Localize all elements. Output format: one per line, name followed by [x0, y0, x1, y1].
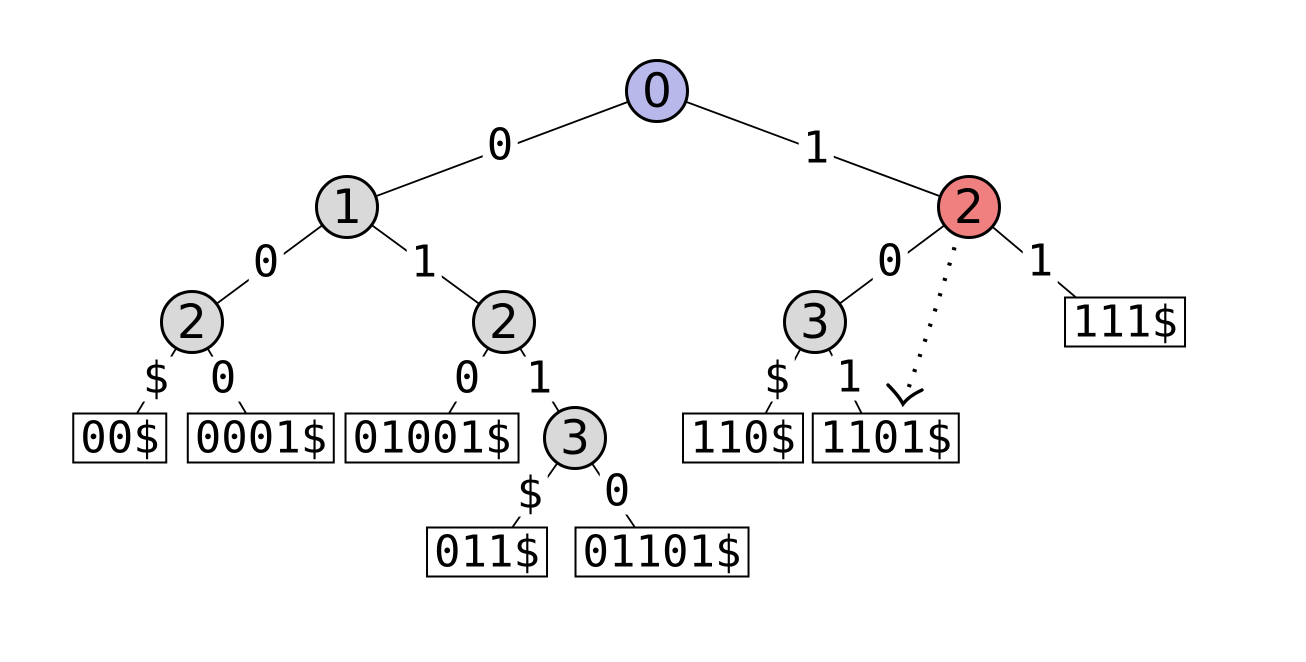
edge-label: 1	[406, 240, 442, 286]
leaf-box-110: 110$	[682, 412, 804, 464]
edge-label: 1	[521, 356, 557, 402]
edge-label: 0	[449, 356, 485, 402]
edge-label: 0	[205, 356, 241, 402]
tree-node-root: 0	[625, 59, 689, 123]
leaf-box-01001: 01001$	[344, 412, 520, 464]
edge-label: $	[138, 356, 174, 402]
suffix-link-dotted-line	[905, 231, 962, 393]
tree-node-2-left: 2	[160, 290, 224, 354]
edge-label: $	[512, 471, 548, 517]
leaf-box-1101: 1101$	[811, 412, 961, 464]
edge-label: 0	[482, 123, 518, 169]
leaf-box-111: 111$	[1064, 296, 1186, 348]
edge-label: 0	[872, 239, 908, 285]
leaf-box-00: 00$	[72, 412, 168, 464]
tree-node-3-right: 3	[783, 290, 847, 354]
edge-label: $	[759, 356, 795, 402]
tree-node-2-right-highlighted: 2	[937, 175, 1001, 239]
suffix-link-arrowhead-icon	[886, 383, 924, 408]
tree-node-3-mid: 3	[543, 406, 607, 470]
leaf-box-0001: 0001$	[186, 412, 336, 464]
edge-label: 1	[1022, 239, 1058, 285]
edge-label: 0	[248, 240, 284, 286]
tree-node-2-mid: 2	[472, 290, 536, 354]
leaf-box-011: 011$	[426, 526, 548, 578]
edge-label: 1	[798, 126, 834, 172]
tree-node-1: 1	[315, 175, 379, 239]
edge-label: 0	[599, 469, 635, 515]
leaf-box-01101: 01101$	[574, 526, 750, 578]
edge-label: 1	[831, 355, 867, 401]
